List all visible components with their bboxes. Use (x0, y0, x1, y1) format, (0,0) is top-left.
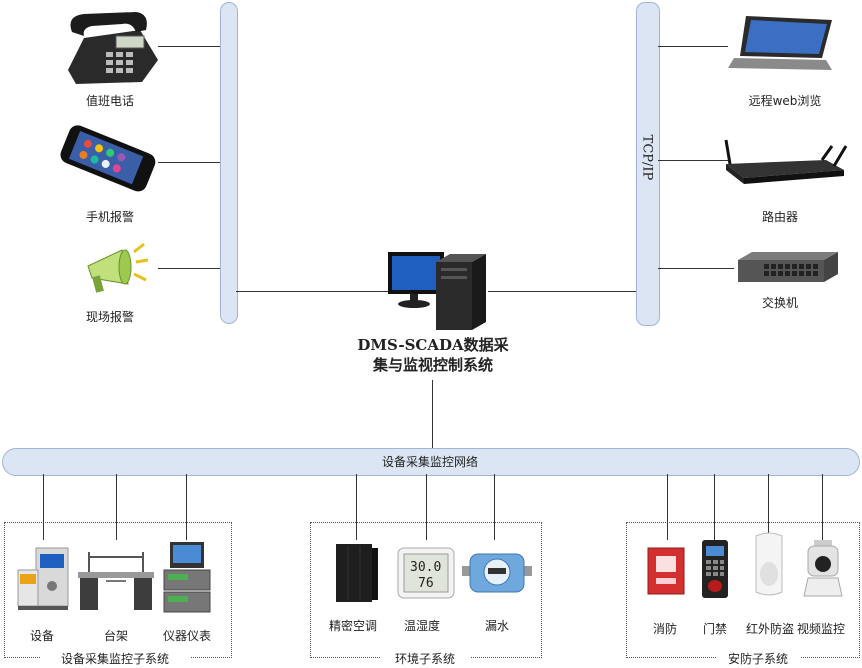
label-rack: 台架 (103, 629, 128, 643)
precision-ac-icon (336, 544, 378, 602)
drop-infrared (768, 474, 769, 540)
connector-laptop (658, 46, 728, 47)
router-icon (724, 139, 848, 184)
label-access: 门禁 (702, 622, 727, 636)
drop-leak (494, 474, 495, 540)
desk-phone-icon (68, 12, 158, 84)
label-equipment: 设备 (29, 629, 54, 643)
mobile-phone-icon (60, 125, 156, 192)
label-remote-web: 远程web浏览 (748, 94, 822, 108)
connector-router (658, 160, 728, 161)
thermo-hygrometer-icon: 30.0 76 (397, 547, 455, 599)
label-infrared: 红外防盗 (745, 622, 794, 636)
drop-access (714, 474, 715, 540)
water-leak-meter-icon (462, 553, 532, 593)
fire-alarm-icon (647, 547, 685, 595)
connector-phone (158, 46, 220, 47)
drop-ac (356, 474, 357, 540)
label-fire: 消防 (652, 622, 677, 636)
rack-icon (78, 552, 154, 610)
label-precision-ac: 精密空调 (328, 619, 377, 633)
access-control-icon (702, 540, 728, 598)
connector-left-to-center (236, 291, 388, 292)
connector-center-to-network (432, 380, 433, 448)
drop-video (822, 474, 823, 540)
equipment-icon (17, 547, 69, 610)
label-video: 视频监控 (796, 622, 845, 636)
label-temp-humidity: 温湿度 (403, 619, 440, 633)
network-label: 设备采集监控网络 (381, 455, 478, 469)
infrared-detector-icon (755, 532, 783, 596)
label-switch: 交换机 (761, 296, 798, 310)
center-title-line2: 集与监视控制系统 (372, 356, 493, 374)
center-title-line1: DMS-SCADA数据采 (357, 336, 509, 354)
thermo-bottom-reading: 76 (418, 576, 434, 591)
drop-equipment (43, 474, 44, 540)
video-camera-icon (803, 540, 843, 597)
label-mobile-alarm: 手机报警 (85, 210, 134, 224)
laptop-icon (728, 16, 832, 70)
connector-mobile (158, 162, 220, 163)
subsystem-title-security: 安防子系统 (716, 650, 800, 667)
desktop-computer-icon (388, 252, 486, 330)
label-duty-phone: 值班电话 (85, 94, 134, 108)
thermo-top-reading: 30.0 (410, 560, 441, 575)
tcpip-vertical-bus (636, 2, 660, 326)
label-router: 路由器 (761, 210, 798, 224)
left-vertical-bus (220, 2, 238, 324)
megaphone-icon (87, 242, 149, 293)
label-onsite-alarm: 现场报警 (85, 310, 134, 324)
label-instrument: 仪器仪表 (162, 629, 211, 643)
tcpip-label: TCP/IP (639, 134, 655, 181)
drop-fire (667, 474, 668, 540)
drop-instrument (186, 474, 187, 540)
drop-rack (116, 474, 117, 540)
instrument-icon (163, 542, 211, 613)
center-system-title: DMS-SCADA数据采 集与监视控制系统 (320, 335, 546, 375)
acquisition-network-bus (2, 448, 860, 476)
connector-center-to-right (488, 291, 636, 292)
connector-switch (658, 268, 734, 269)
drop-humidity (426, 474, 427, 540)
switch-icon (738, 252, 838, 282)
subsystem-title-equipment: 设备采集监控子系统 (40, 650, 190, 667)
label-leak: 漏水 (484, 619, 509, 633)
connector-alarm (158, 268, 220, 269)
subsystem-title-environment: 环境子系统 (380, 650, 470, 667)
